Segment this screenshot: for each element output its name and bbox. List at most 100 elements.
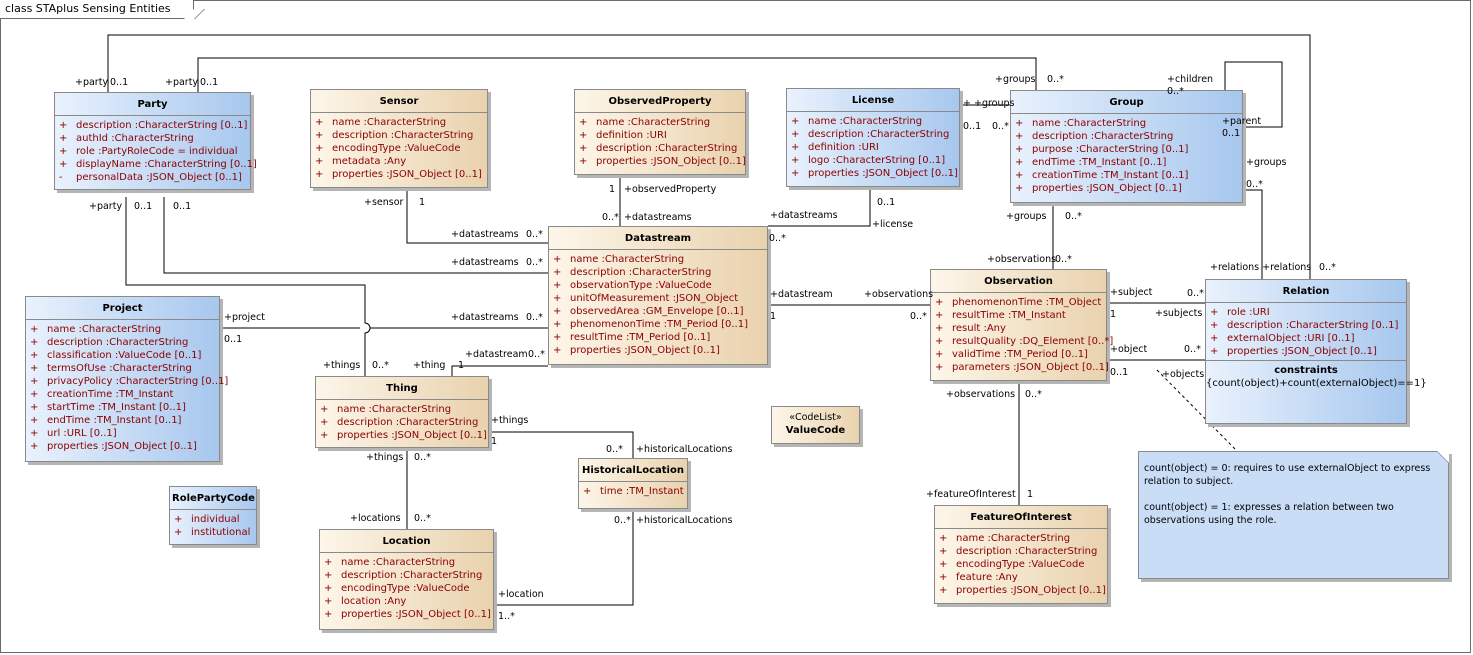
visibility-marker: + xyxy=(320,417,329,428)
role-label: +thing xyxy=(413,360,446,371)
attribute-text: classification :ValueCode [0..1] xyxy=(47,350,202,361)
multiplicity-label: 0..1 xyxy=(877,197,896,208)
visibility-marker: + xyxy=(579,156,588,167)
attribute-row: +time :TM_Instant xyxy=(583,485,685,498)
class-observation[interactable]: Observation +phenomenonTime :TM_Object+r… xyxy=(930,269,1113,381)
class-observedproperty[interactable]: ObservedProperty +name :CharacterString+… xyxy=(574,89,746,175)
visibility-marker: + xyxy=(30,402,39,413)
attribute-row: +description :CharacterString [0..1] xyxy=(1210,319,1404,332)
attribute-text: name :CharacterString xyxy=(808,116,923,127)
visibility-marker: - xyxy=(59,172,63,183)
attribute-row: +description :CharacterString xyxy=(324,569,491,582)
attribute-row: +definition :URI xyxy=(579,129,743,142)
role-label: +datastream xyxy=(465,349,528,360)
attribute-row: +properties :JSON_Object [0..1] xyxy=(791,167,958,180)
attribute-text: resultQuality :DQ_Element [0..*] xyxy=(952,336,1114,347)
attribute-row: +purpose :CharacterString [0..1] xyxy=(1015,143,1240,156)
class-party[interactable]: Party +description :CharacterString [0..… xyxy=(54,92,257,190)
attribute-row: +termsOfUse :CharacterString xyxy=(30,362,217,375)
assoc-party-relation xyxy=(107,34,1311,279)
attribute-text: encodingType :ValueCode xyxy=(332,143,461,154)
attribute-text: properties :JSON_Object [0..1] xyxy=(332,169,482,180)
role-label: +historicalLocations xyxy=(636,515,733,526)
constraint-note[interactable]: count(object) = 0: requires to use exter… xyxy=(1138,451,1449,579)
attribute-row: +description :CharacterString xyxy=(579,142,743,155)
class-license[interactable]: License +name :CharacterString+descripti… xyxy=(786,88,960,187)
class-datastream[interactable]: Datastream +name :CharacterString+descri… xyxy=(548,226,768,365)
class-thing[interactable]: Thing +name :CharacterString+description… xyxy=(315,376,489,448)
class-group[interactable]: Group +name :CharacterString+description… xyxy=(1010,90,1243,203)
role-label: +subject xyxy=(1110,287,1153,298)
visibility-marker: + xyxy=(315,156,324,167)
class-rolepartycode[interactable]: RolePartyCode +individual+institutional xyxy=(169,486,257,545)
class-project[interactable]: Project +name :CharacterString+descripti… xyxy=(25,296,228,462)
attribute-row: +name :CharacterString xyxy=(939,532,1105,545)
multiplicity-label: 0..* xyxy=(1047,74,1064,85)
class-sensor[interactable]: Sensor +name :CharacterString+descriptio… xyxy=(310,89,488,188)
attribute-row: +creationTime :TM_Instant [0..1] xyxy=(1015,169,1240,182)
class-location[interactable]: Location +name :CharacterString+descript… xyxy=(319,529,494,630)
constraints-title: constraints xyxy=(1274,365,1338,376)
role-label: +datastreams xyxy=(770,210,838,221)
multiplicity-label: 0..* xyxy=(414,452,431,463)
attribute-row: +feature :Any xyxy=(939,571,1105,584)
role-label: +things xyxy=(366,452,404,463)
visibility-marker: + xyxy=(1015,170,1024,181)
visibility-marker: + xyxy=(30,428,39,439)
attribute-list: +role :URI+description :CharacterString … xyxy=(1206,303,1406,360)
visibility-marker: + xyxy=(324,570,333,581)
attribute-row: +name :CharacterString xyxy=(324,556,491,569)
visibility-marker: + xyxy=(324,596,333,607)
multiplicity-label: 0..* xyxy=(1025,389,1042,400)
attribute-row: + location :Any xyxy=(324,595,491,608)
visibility-marker: + xyxy=(324,609,333,620)
class-name: ObservedProperty xyxy=(575,90,745,113)
multiplicity-label: 1 xyxy=(458,360,465,371)
multiplicity-label: 0..* xyxy=(528,349,545,360)
visibility-marker: + xyxy=(59,146,68,157)
attribute-row: +role :URI xyxy=(1210,306,1404,319)
class-featureofinterest[interactable]: FeatureOfInterest +name :CharacterString… xyxy=(934,505,1108,604)
role-label: +groups xyxy=(1006,211,1047,222)
attribute-list: +individual+institutional xyxy=(170,510,256,541)
class-name: Party xyxy=(55,93,250,116)
attribute-text: name :CharacterString xyxy=(341,557,456,568)
attribute-text: description :CharacterString xyxy=(1032,131,1174,142)
attribute-text: displayName :CharacterString [0..1] xyxy=(76,159,257,170)
attribute-text: location :Any xyxy=(341,596,407,607)
attribute-row: +properties :JSON_Object [0..1] xyxy=(315,168,485,181)
visibility-marker: + xyxy=(935,336,944,347)
role-label: +party xyxy=(165,77,199,88)
attribute-text: name :CharacterString xyxy=(47,324,162,335)
attribute-text: institutional xyxy=(191,527,251,538)
attribute-row: +name :CharacterString xyxy=(30,323,217,336)
attribute-row: +encodingType :ValueCode xyxy=(324,582,491,595)
class-historicallocation[interactable]: HistoricalLocation +time :TM_Instant xyxy=(578,458,688,509)
role-label: +observations xyxy=(864,289,934,300)
class-name: Datastream xyxy=(549,227,767,250)
visibility-marker: + xyxy=(30,363,39,374)
multiplicity-label: 0..* xyxy=(1055,254,1072,265)
attribute-text: name :CharacterString xyxy=(337,404,452,415)
class-name: ValueCode xyxy=(785,425,846,436)
attribute-text: properties :JSON_Object [0..1] xyxy=(570,345,720,356)
attribute-row: +description :CharacterString xyxy=(30,336,217,349)
attribute-row: +observationType :ValueCode xyxy=(553,279,765,292)
role-label: +datastreams xyxy=(451,229,519,240)
visibility-marker: + xyxy=(553,319,562,330)
visibility-marker: + xyxy=(583,486,592,497)
multiplicity-label: 0..* xyxy=(526,312,543,323)
attribute-row: +role :PartyRoleCode = individual xyxy=(59,145,248,158)
class-relation[interactable]: Relation +role :URI+description :Charact… xyxy=(1205,279,1427,424)
attribute-text: description :CharacterString xyxy=(47,337,189,348)
visibility-marker: + xyxy=(553,332,562,343)
attribute-text: properties :JSON_Object [0..1] xyxy=(808,168,958,179)
role-label: +observations xyxy=(946,389,1016,400)
attribute-row: +endTime :TM_Instant [0..1] xyxy=(1015,156,1240,169)
multiplicity-label: 0..* xyxy=(769,233,786,244)
visibility-marker: + xyxy=(59,120,68,131)
visibility-marker: + xyxy=(791,155,800,166)
class-valuecode[interactable]: «CodeList» ValueCode xyxy=(771,406,860,444)
multiplicity-label: 0..* xyxy=(606,444,623,455)
role-label: +locations xyxy=(350,513,401,524)
